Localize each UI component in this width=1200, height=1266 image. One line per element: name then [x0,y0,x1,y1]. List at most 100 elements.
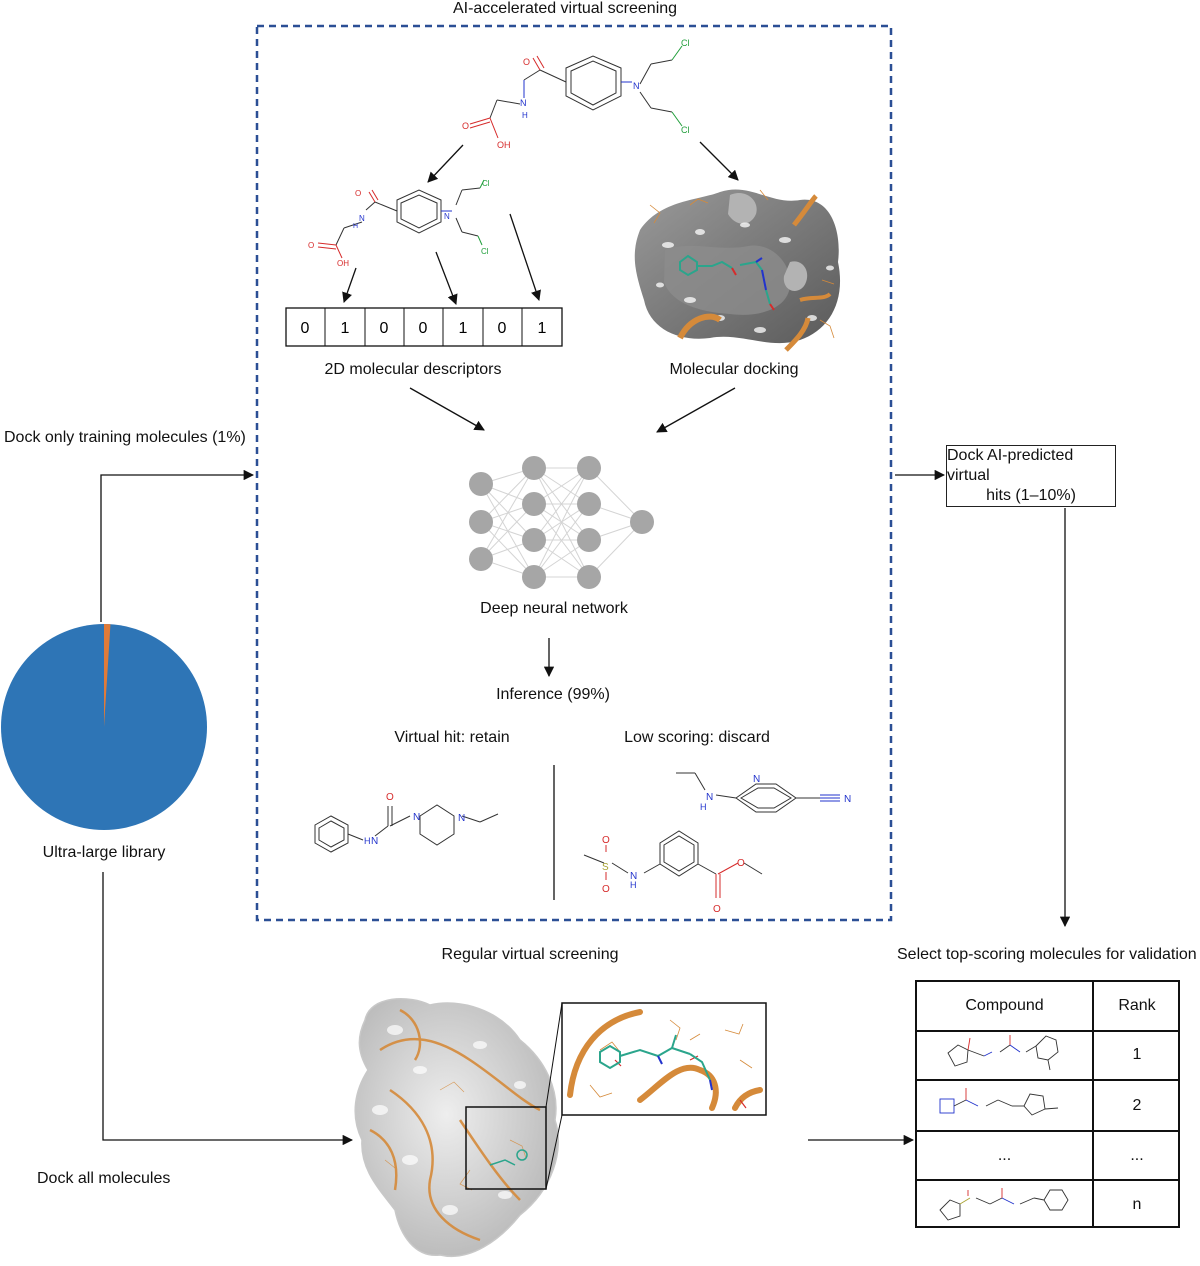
atom-n: N [413,812,420,823]
fingerprint-bit: 1 [538,320,547,337]
nn-edge [480,503,535,560]
docking-label: Molecular docking [669,361,799,378]
atom-s: S [602,862,609,873]
ai-arrows [342,141,739,678]
nn-node [522,528,546,552]
compound-rank-n [939,1188,1069,1221]
atom-cl: Cl [482,179,490,188]
fingerprint-bit: 1 [459,320,468,337]
nn-edge [480,483,535,541]
retain-label: Virtual hit: retain [394,729,510,746]
atom-n: N [706,792,713,803]
predicted-hits-line2: hits (1–10%) [986,487,1076,504]
inference-label: Inference (99%) [496,686,610,703]
results-table: Compound Rank 1 2 ... ... n [915,980,1180,1228]
nn-node [522,565,546,589]
atom-oh: OH [337,259,349,268]
nn-node [469,547,493,571]
nn-node [577,528,601,552]
pie-training-slice [104,624,111,727]
nn-node [577,492,601,516]
table-row-divider [917,1179,1178,1181]
dock-all-label: Dock all molecules [37,1170,171,1187]
zoom-line [545,1002,563,1108]
atom-o: O [523,57,530,67]
discarded-molecule-sulfonamide [583,830,763,898]
neural-network [469,456,654,589]
table-column-divider [1092,982,1094,1226]
library-pie [1,624,207,830]
table-cell-compound: ... [997,1146,1012,1164]
atom-h: H [700,802,707,812]
fingerprint-bit: 0 [498,320,507,337]
atom-o: O [462,121,469,131]
atom-o: O [308,241,314,250]
top-molecule [469,45,683,139]
discard-label: Low scoring: discard [624,729,770,746]
atom-n: N [371,836,378,847]
predicted-hits-box: Dock AI-predicted virtual hits (1–10%) [946,445,1116,507]
protein-structure-image [354,998,559,1257]
table-header-compound: Compound [965,997,1044,1014]
atom-n: N [359,214,365,223]
table-cell-rank: 1 [1132,1046,1142,1063]
nn-edge [480,467,535,560]
table-cell-rank: 2 [1132,1096,1142,1114]
nn-node [522,456,546,480]
table-row-divider [917,1130,1178,1132]
nn-node [522,492,546,516]
atom-o: O [602,884,610,895]
atom-n: N [520,98,527,108]
atom-n: N [844,794,851,805]
discarded-molecule-pyridine [676,772,840,813]
dock-training-label: Dock only training molecules (1%) [4,429,246,446]
atom-h: H [353,223,358,230]
fingerprint-bit: 1 [341,320,350,337]
nn-node [469,510,493,534]
atom-cl: Cl [481,247,489,256]
regular-screening-title: Regular virtual screening [441,946,619,963]
atom-n: N [444,212,450,221]
nn-node [469,472,493,496]
nn-edge [588,467,643,523]
atom-cl: Cl [681,38,690,48]
atom-o: O [355,189,361,198]
nn-node [577,456,601,480]
atom-n: N [458,813,465,824]
predicted-hits-line1: Dock AI-predicted virtual [947,447,1074,484]
ai-screening-title: AI-accelerated virtual screening [452,0,678,17]
nn-edge [480,467,535,523]
fingerprint-bit: 0 [419,320,428,337]
atom-cl: Cl [681,125,690,135]
nn-edge [533,503,590,578]
atom-n: N [630,871,637,882]
table-cell-rank: n [1132,1195,1142,1213]
dnn-label: Deep neural network [480,600,628,617]
atom-o: O [386,792,394,803]
atom-o: O [737,858,745,869]
zoom-line [545,1114,563,1190]
descriptor-molecule [317,179,485,259]
table-header-rank: Rank [1118,997,1156,1014]
descriptors-label: 2D molecular descriptors [324,361,502,378]
retained-molecule [314,804,499,853]
atom-oh: OH [497,140,511,150]
nn-edge [533,467,590,541]
fingerprint-bit: 0 [380,320,389,337]
binding-site-inset [561,1002,767,1116]
atom-h: H [364,836,371,846]
library-label: Ultra-large library [42,844,166,861]
compound-rank-1 [947,1035,1059,1071]
table-header-divider [917,1030,1178,1032]
select-title: Select top-scoring molecules for validat… [897,946,1197,963]
table-row-divider [917,1079,1178,1081]
compound-rank-2 [939,1088,1059,1116]
flow-arrows [100,469,1071,1146]
docking-surface-image [634,189,841,352]
atom-o: O [602,835,610,846]
atom-n: N [753,774,760,785]
nn-node [630,510,654,534]
fingerprint-grid [285,307,563,347]
nn-node [577,565,601,589]
